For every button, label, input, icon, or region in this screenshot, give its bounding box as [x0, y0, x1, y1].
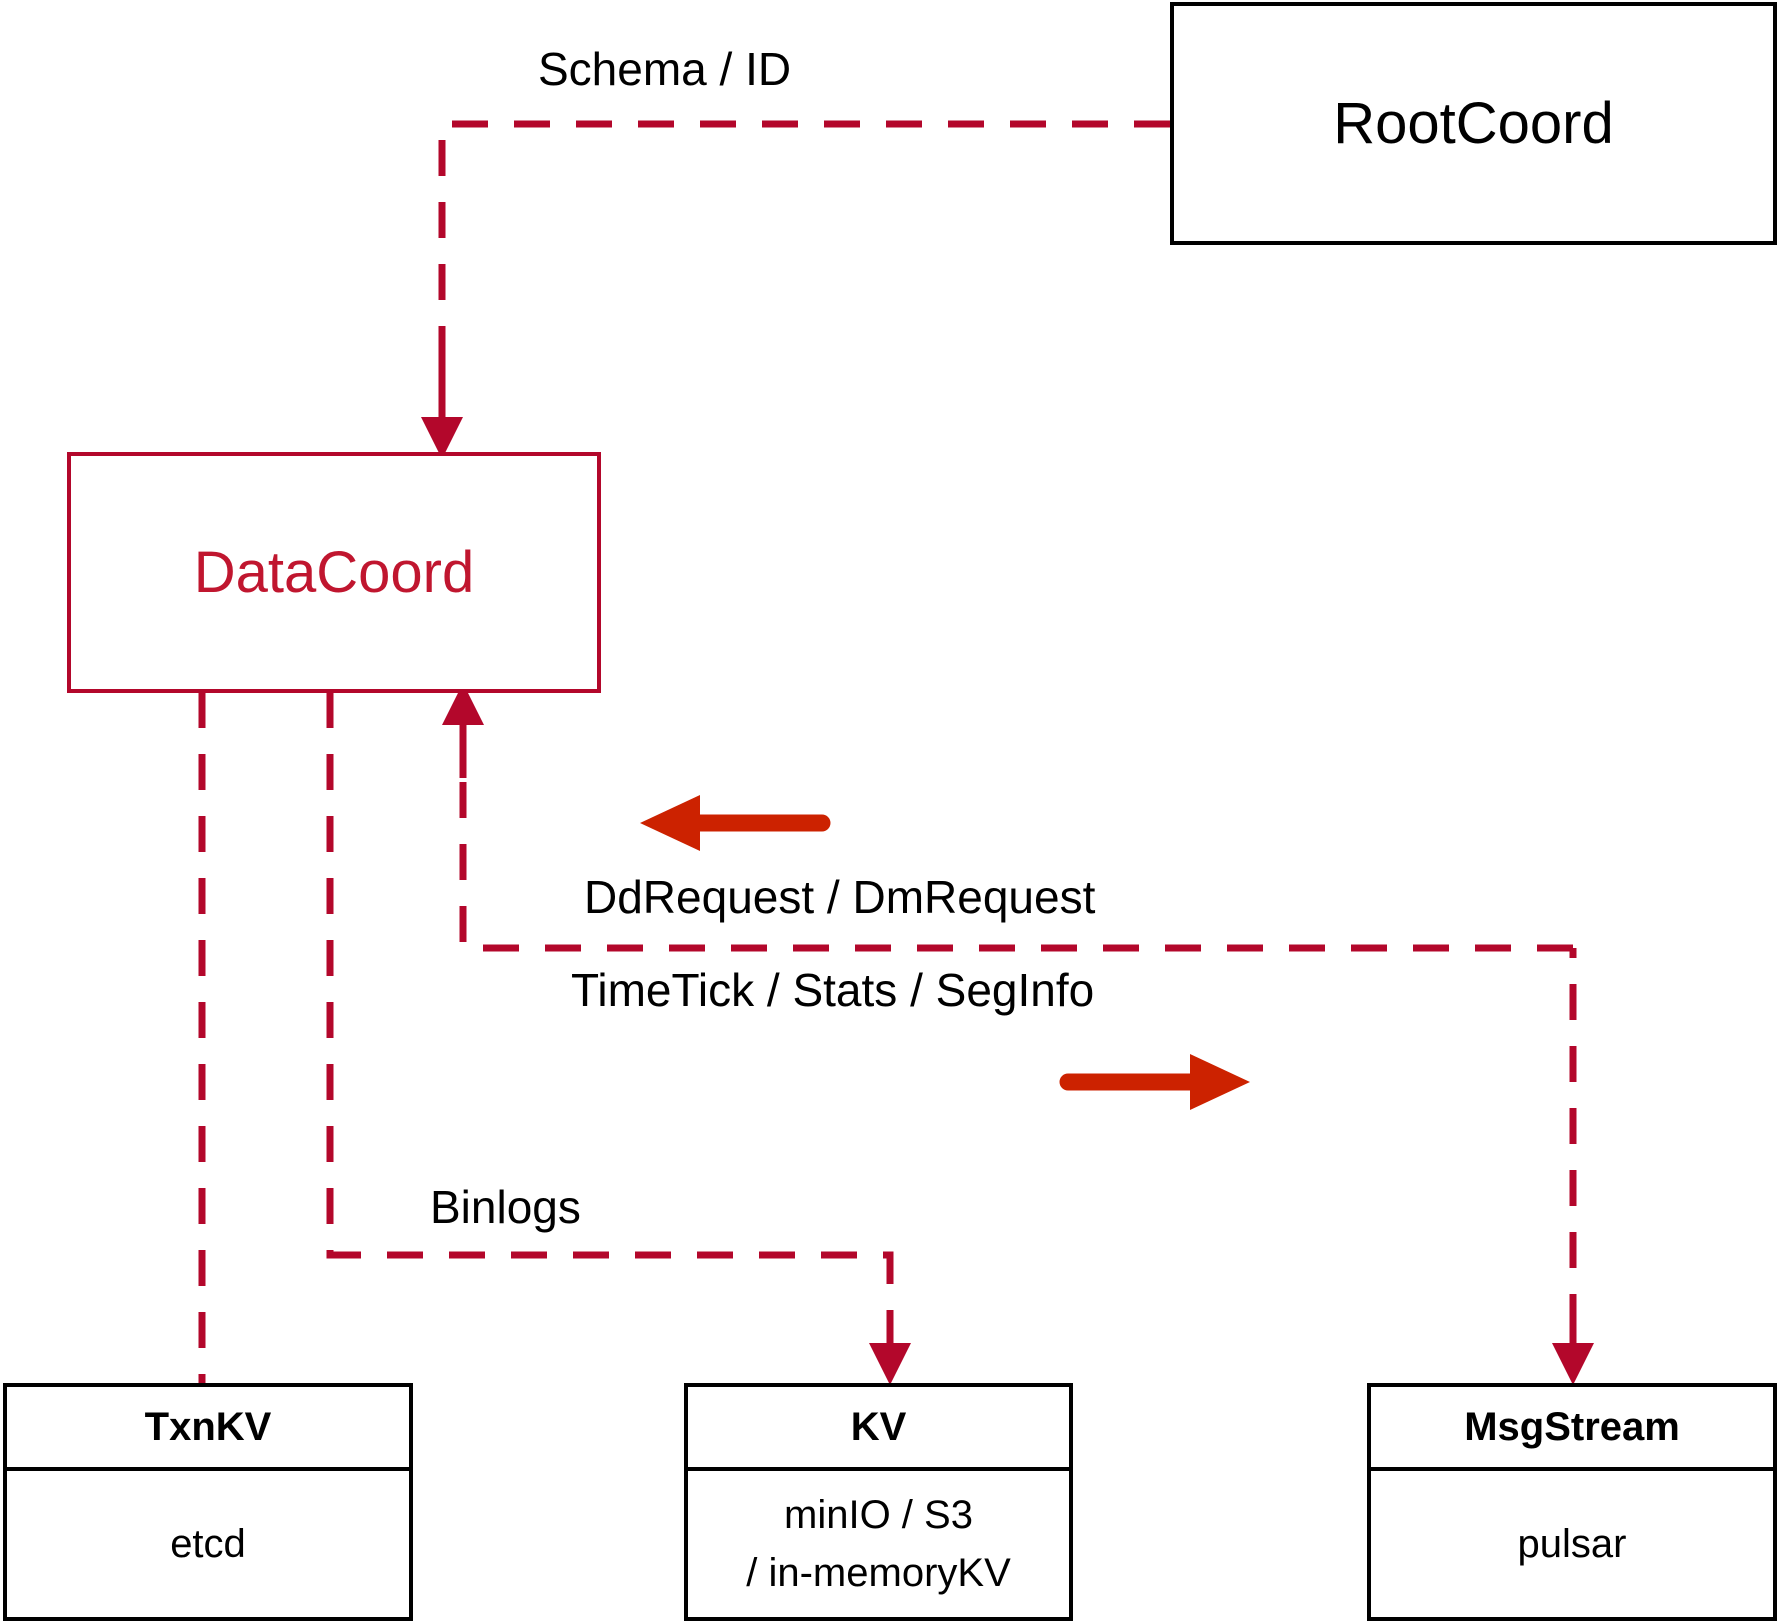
node-datacoord[interactable]: DataCoord [67, 452, 601, 693]
direction-arrow-left [640, 795, 831, 851]
node-txnkv-header: TxnKV [7, 1387, 409, 1471]
edge-datacoord-to-kv [326, 692, 911, 1385]
edge-label-schema-id: Schema / ID [532, 42, 798, 96]
node-txnkv[interactable]: TxnKV etcd [3, 1383, 413, 1621]
node-kv-body-line-1: / in-memoryKV [746, 1551, 1011, 1595]
node-rootcoord[interactable]: RootCoord [1170, 2, 1777, 245]
node-txnkv-body-line-0: etcd [170, 1522, 246, 1566]
edge-msgstream-datacoord [442, 683, 1594, 1385]
direction-arrow-right [1059, 1054, 1250, 1110]
node-msgstream[interactable]: MsgStream pulsar [1367, 1383, 1777, 1621]
node-msgstream-body-line-0: pulsar [1517, 1522, 1627, 1566]
edge-rootcoord-to-datacoord [421, 120, 1170, 459]
node-kv-body: minIO / S3 / in-memoryKV [688, 1471, 1069, 1617]
node-txnkv-body: etcd [7, 1471, 409, 1617]
node-kv-body-line-0: minIO / S3 [784, 1493, 973, 1537]
node-rootcoord-label: RootCoord [1333, 91, 1614, 156]
node-kv[interactable]: KV minIO / S3 / in-memoryKV [684, 1383, 1073, 1621]
edge-label-dd-dm-request: DdRequest / DmRequest [578, 870, 1102, 924]
edge-label-binlogs: Binlogs [424, 1180, 587, 1234]
edge-label-timetick-stats-seginfo: TimeTick / Stats / SegInfo [565, 963, 1101, 1017]
node-datacoord-label: DataCoord [193, 540, 475, 605]
node-kv-header: KV [688, 1387, 1069, 1471]
node-msgstream-header: MsgStream [1371, 1387, 1773, 1471]
node-msgstream-body: pulsar [1371, 1471, 1773, 1617]
